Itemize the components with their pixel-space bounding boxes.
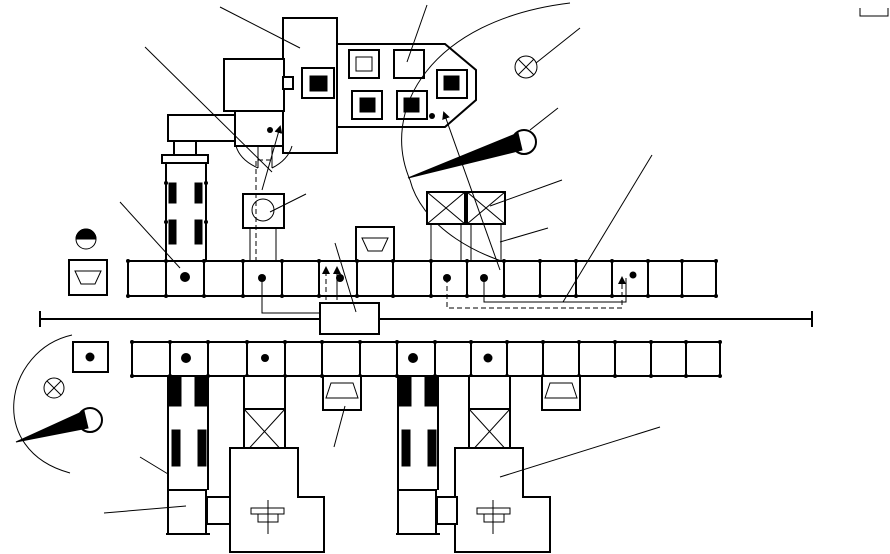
lower-right-loader	[396, 375, 440, 535]
conveyor-joint	[502, 294, 506, 298]
conveyor-joint	[505, 340, 509, 344]
conveyor-joint	[718, 340, 722, 344]
conveyor-joint	[613, 374, 617, 378]
conveyor-joint	[429, 294, 433, 298]
conveyor-joint	[126, 294, 130, 298]
lower-left-square	[72, 341, 109, 373]
conveyor-joint	[465, 294, 469, 298]
conveyor-joint	[577, 340, 581, 344]
conveyor-joint	[206, 340, 210, 344]
left-loader-column	[161, 140, 209, 260]
conveyor-joint	[126, 259, 130, 263]
crossed-box-icon	[426, 191, 506, 260]
conveyor-joint	[391, 294, 395, 298]
conveyor-station-dot	[629, 271, 637, 279]
upper-robot-sweep-arc	[401, 2, 571, 181]
conveyor-joint	[202, 294, 206, 298]
inspection-module	[242, 193, 285, 260]
lower-funnel-icon-2	[541, 375, 581, 411]
half-filled-circle-icon	[75, 228, 97, 250]
conveyor-joint	[680, 259, 684, 263]
conveyor-joint	[395, 340, 399, 344]
conveyor-joint	[649, 340, 653, 344]
lower-machine-2	[436, 375, 551, 553]
conveyor-joint	[684, 340, 688, 344]
conveyor-joint	[541, 340, 545, 344]
conveyor-joint	[168, 340, 172, 344]
conveyor-joint	[320, 340, 324, 344]
lower-robot-sweep-arc	[13, 334, 73, 474]
conveyor-joint	[241, 259, 245, 263]
conveyor-joint	[610, 259, 614, 263]
lower-machine-1	[206, 375, 325, 553]
conveyor-joint	[718, 374, 722, 378]
conveyor-station-dot	[181, 353, 191, 363]
robot-arm-icon	[407, 129, 537, 179]
conveyor-joint	[714, 294, 718, 298]
conveyor-joint	[202, 259, 206, 263]
conveyor-joint	[574, 259, 578, 263]
conveyor-joint	[610, 294, 614, 298]
conveyor-joint	[649, 374, 653, 378]
conveyor-joint	[164, 259, 168, 263]
conveyor-joint	[391, 259, 395, 263]
funnel-icon	[355, 226, 395, 263]
conveyor-joint	[538, 259, 542, 263]
conveyor-joint	[680, 294, 684, 298]
conveyor-joint	[280, 259, 284, 263]
conveyor-joint	[130, 340, 134, 344]
conveyor-joint	[502, 259, 506, 263]
conveyor-station-dot	[336, 274, 344, 282]
conveyor-joint	[317, 259, 321, 263]
upper-process-machine	[167, 17, 477, 169]
upper-conveyor	[126, 259, 718, 298]
conveyor-joint	[465, 259, 469, 263]
conveyor-joint	[317, 294, 321, 298]
conveyor-joint	[714, 259, 718, 263]
conveyor-joint	[433, 340, 437, 344]
upper-transfer-paths	[255, 111, 627, 314]
lower-conveyor	[130, 340, 722, 378]
conveyor-frame	[131, 341, 721, 377]
conveyor-joint	[538, 294, 542, 298]
conveyor-station-dot	[483, 353, 493, 363]
central-rail	[39, 302, 813, 335]
conveyor-joint	[355, 259, 359, 263]
conveyor-joint	[280, 294, 284, 298]
conveyor-joint	[469, 340, 473, 344]
cross-circle-icon	[514, 55, 538, 79]
conveyor-joint	[429, 259, 433, 263]
lower-left-loader	[166, 375, 210, 535]
conveyor-station-dot	[408, 353, 418, 363]
conveyor-joint	[646, 294, 650, 298]
conveyor-station-dot	[261, 354, 269, 362]
conveyor-joint	[355, 294, 359, 298]
lower-cross-circle-icon	[43, 377, 65, 399]
lower-robot-arm-icon	[15, 407, 103, 443]
conveyor-joint	[646, 259, 650, 263]
conveyor-station-dot	[180, 272, 190, 282]
conveyor-joint	[613, 340, 617, 344]
conveyor-joint	[684, 374, 688, 378]
corner-mark	[859, 8, 889, 17]
conveyor-joint	[283, 340, 287, 344]
conveyor-joint	[241, 294, 245, 298]
conveyor-joint	[245, 340, 249, 344]
conveyor-joint	[164, 294, 168, 298]
conveyor-joint	[574, 294, 578, 298]
conveyor-frame	[127, 260, 717, 297]
conveyor-joint	[358, 340, 362, 344]
conveyor-joint	[130, 374, 134, 378]
left-funnel-icon	[68, 259, 108, 296]
lower-funnel-icon-1	[322, 375, 362, 411]
leader-lines	[103, 4, 661, 514]
